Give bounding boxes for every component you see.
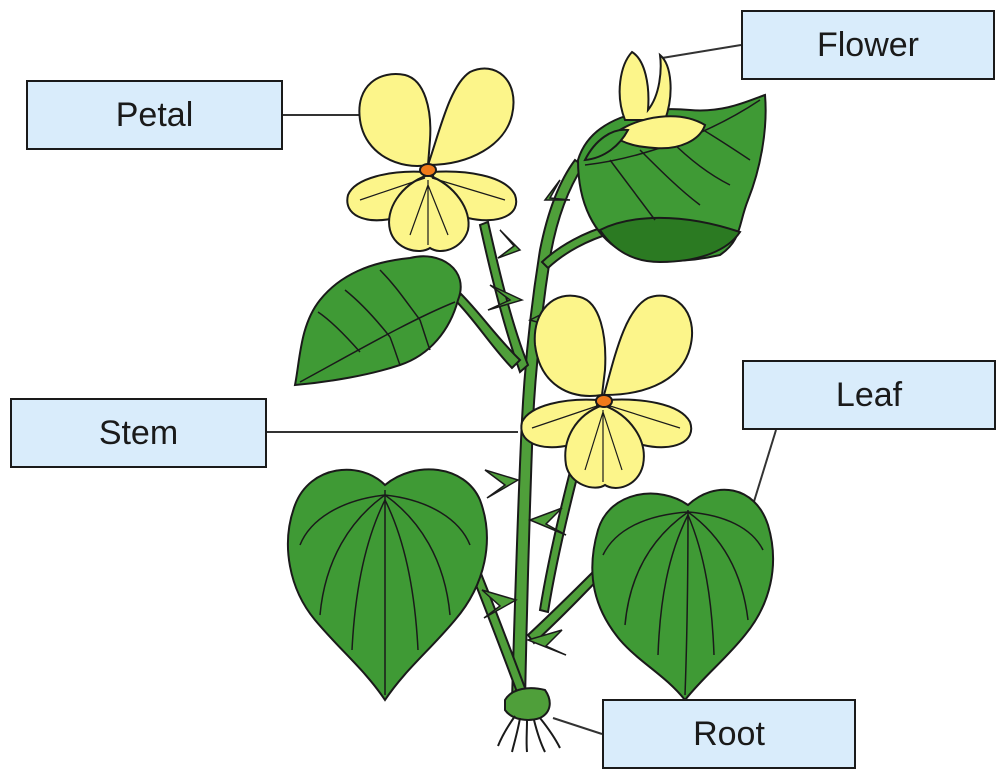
petal-label-text: Petal [116, 96, 194, 135]
upper-flower-left-petal [359, 74, 430, 166]
bottom-left-leaf [288, 469, 487, 700]
bottom-right-leaf-blade [592, 490, 773, 700]
left-middle-leaf-blade [295, 256, 461, 385]
stipule [485, 470, 518, 498]
flower-leader-line [662, 45, 741, 58]
root-label-text: Root [693, 715, 765, 754]
root-base [505, 688, 550, 720]
leaf-label: Leaf [742, 360, 996, 430]
flower-label: Flower [741, 10, 995, 80]
lower-flower [521, 296, 692, 488]
root-label: Root [602, 699, 856, 769]
petal-label: Petal [26, 80, 283, 150]
leaf-leader-line [752, 430, 776, 508]
upper-flower-right-petal [428, 69, 514, 165]
stipule [498, 230, 520, 258]
stem-label-text: Stem [99, 414, 178, 453]
bud-flower [585, 52, 705, 160]
roots [498, 688, 560, 752]
lower-flower-right-petal [604, 296, 692, 395]
left-middle-leaf [295, 256, 461, 385]
upper-flower-center [420, 164, 436, 176]
flower-label-text: Flower [817, 26, 919, 65]
bud-petal [620, 52, 671, 120]
upper-flower [347, 69, 516, 251]
bottom-right-leaf [592, 490, 773, 700]
root-leader-line [553, 718, 602, 734]
stem-label: Stem [10, 398, 267, 468]
lower-flower-left-petal [535, 296, 606, 396]
lower-flower-center [596, 395, 612, 407]
leaf-label-text: Leaf [836, 376, 902, 415]
